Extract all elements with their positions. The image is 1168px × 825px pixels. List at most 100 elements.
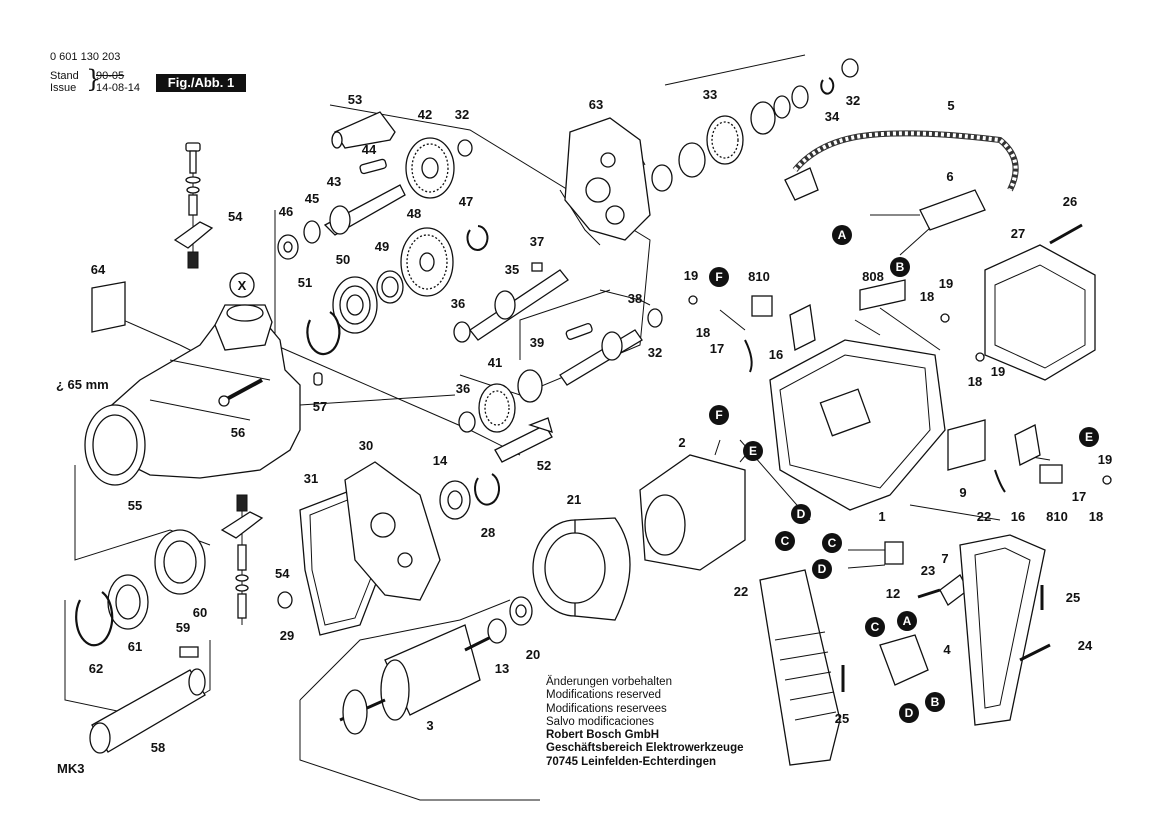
label-18d: 18 (1089, 509, 1103, 524)
key-59 (179, 646, 199, 658)
label-18b: 18 (696, 325, 710, 340)
label-38: 38 (628, 291, 642, 306)
bushing-36-upper (453, 321, 471, 343)
washer-45 (303, 220, 321, 244)
shaft-53 (331, 111, 396, 149)
cover-27 (984, 244, 1096, 381)
label-44: 44 (362, 142, 377, 157)
svg-text:C: C (871, 620, 880, 634)
label-25a: 25 (835, 711, 849, 726)
pinion-43 (323, 184, 406, 236)
label-30: 30 (359, 438, 373, 453)
screw-24 (1019, 643, 1051, 662)
footer-notes: Änderungen vorbehalten Modifications res… (546, 676, 744, 769)
gear-48 (400, 227, 454, 297)
circlip-34 (820, 77, 835, 95)
connector-e-right: E (1079, 427, 1099, 447)
label-60: 60 (193, 605, 207, 620)
label-54a: 54 (228, 209, 243, 224)
svg-text:F: F (715, 408, 722, 422)
connector-c-12: C (822, 533, 842, 553)
bearing-plate-30 (344, 461, 441, 601)
label-47: 47 (459, 194, 473, 209)
label-32b: 32 (846, 93, 860, 108)
company-name: Robert Bosch GmbH (546, 729, 660, 742)
svg-text:E: E (749, 444, 757, 458)
label-3: 3 (426, 718, 433, 733)
bearing-20 (509, 596, 533, 626)
label-52: 52 (537, 458, 551, 473)
spindle-58 (89, 668, 206, 754)
label-43: 43 (327, 174, 341, 189)
note-line-2: Modifications reserved (546, 689, 662, 702)
bearing-50 (332, 276, 378, 334)
svg-text:A: A (838, 228, 847, 242)
label-22b: 22 (977, 509, 991, 524)
label-57: 57 (313, 399, 327, 414)
label-9 (947, 419, 986, 471)
screw-19-b (940, 313, 950, 323)
circlip-47 (466, 225, 489, 251)
bushing-32-right (841, 58, 859, 78)
label-808 (859, 279, 906, 311)
bushing-32-mid (647, 308, 663, 328)
stator-2 (639, 439, 751, 571)
label-mk3: MK3 (57, 761, 84, 776)
fan-guide-21 (532, 517, 631, 621)
company-division: Geschäftsbereich Elektrowerkzeuge (546, 742, 744, 755)
label-59: 59 (176, 620, 190, 635)
connector-b-switch: B (925, 692, 945, 712)
label-13: 13 (495, 661, 509, 676)
ring-29 (277, 591, 293, 609)
label-22a: 22 (734, 584, 748, 599)
label-50: 50 (336, 252, 350, 267)
screw-23 (917, 588, 941, 599)
part-12 (847, 541, 904, 569)
figure-tag: Fig./Abb. 1 (156, 74, 246, 92)
pin-57 (313, 372, 323, 386)
note-line-3: Modifications reservees (546, 702, 667, 715)
spindle-52 (494, 417, 553, 463)
label-58: 58 (151, 740, 165, 755)
part-labels: 53 42 32 44 43 45 46 48 47 49 50 51 54 6… (56, 87, 1112, 776)
connector-d-12: D (812, 559, 832, 579)
label-19d: 19 (1098, 452, 1112, 467)
label-42: 42 (418, 107, 432, 122)
label-2: 2 (678, 435, 685, 450)
label-51: 51 (298, 275, 312, 290)
screw-26 (1049, 223, 1083, 245)
connector-a-top: A (832, 225, 852, 245)
label-810b: 810 (1046, 509, 1068, 524)
shaft-38 (559, 329, 643, 386)
stand-label: Stand (50, 70, 79, 82)
label-5: 5 (947, 98, 954, 113)
label-26: 26 (1063, 194, 1077, 209)
screw-19-d (1102, 475, 1112, 485)
svg-text:D: D (905, 706, 914, 720)
part-number: 0 601 130 203 (50, 51, 121, 63)
screw-54-top (173, 142, 214, 269)
label-35: 35 (505, 262, 519, 277)
label-33: 33 (703, 87, 717, 102)
screw-19-c (975, 352, 985, 362)
label-29: 29 (280, 628, 294, 643)
stand-value: 90-05 (96, 70, 125, 82)
label-55: 55 (128, 498, 142, 513)
brace-glyph: } (86, 65, 102, 93)
gear-42 (405, 137, 455, 199)
label-41: 41 (488, 355, 502, 370)
gear-plate-63 (564, 117, 651, 241)
label-16b: 16 (1011, 509, 1025, 524)
label-56: 56 (231, 425, 245, 440)
circlip-28 (474, 473, 500, 506)
label-7: 7 (941, 551, 948, 566)
label-31: 31 (304, 471, 318, 486)
label-54b: 54 (275, 566, 290, 581)
bushing-46 (277, 234, 299, 260)
svg-text:C: C (781, 534, 790, 548)
label-49: 49 (375, 239, 389, 254)
gear-housing (84, 304, 301, 486)
svg-text:B: B (931, 695, 940, 709)
handle-22-right (959, 534, 1046, 726)
